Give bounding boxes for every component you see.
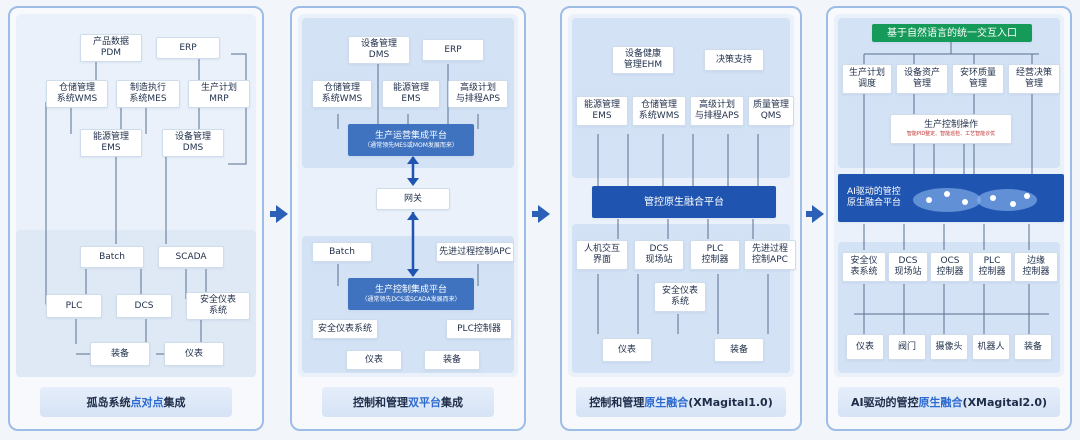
camera-box: 摄像头 [930,334,968,360]
batch-box: Batch [80,246,144,268]
instrument-box: 仪表 [164,342,224,366]
apc-box: 先进过程 控制APC [744,240,796,270]
mrp-box: 生产计划 MRP [188,80,250,108]
sis-box: 安全仪表 系统 [654,282,706,312]
wms-box: 仓储管理 系统WMS [46,80,108,108]
panel-native-fusion: 设备健康 管理EHM 决策支持 能源管理 EMS 仓储管理 系统WMS 高级计划… [560,6,802,431]
ops-control-box: 生产控制操作 智能PID整定、智能巡检、工艺智能诊优 [890,114,1012,144]
dcs-box: DCS 现场站 [634,240,684,270]
ops-control-sub: 智能PID整定、智能巡检、工艺智能诊优 [906,131,996,137]
ctrl-platform: 生产控制集成平台 （通常领先DCS或SCADA发展而来） [348,278,474,310]
ems-box: 能源管理 EMS [80,129,142,157]
dcs-box: DCS [116,294,172,318]
panel3-caption: 控制和管理原生融合(XMagital1.0) [576,387,786,417]
ai-network-icon [913,188,1038,212]
panel4-caption: AI驱动的管控原生融合(XMagital2.0) [838,387,1060,417]
dcs-box: DCS 现场站 [888,252,928,282]
equipment-box: 装备 [424,350,480,370]
ai-platform-title: AI驱动的管控 原生融合平台 [847,187,902,208]
aps-box: 高级计划 与排程APS [690,96,744,126]
ctrl-platform-sub: （通常领先DCS或SCADA发展而来） [361,295,461,303]
asset-box: 设备资产 管理 [896,64,948,94]
ai-platform: AI驱动的管控 原生融合平台 [838,174,1064,222]
ctrl-platform-title: 生产控制集成平台 [374,284,447,295]
edge-box: 边缘 控制器 [1014,252,1058,282]
ops-platform-title: 生产运营集成平台 [374,130,447,141]
equipment-box: 装备 [714,338,764,362]
dms-box: 设备管理 DMS [348,36,410,64]
equipment-box: 装备 [90,342,150,366]
sis-box: 安全仪表系统 [312,319,378,339]
plc-box: PLC 控制器 [690,240,740,270]
equipment-box: 装备 [1014,334,1052,360]
apc-box: 先进过程控制APC [436,242,514,262]
valve-box: 阀门 [888,334,926,360]
plc-box: PLC控制器 [446,319,512,339]
hse-box: 安环质量 管理 [952,64,1004,94]
qms-box: 质量管理 QMS [748,96,794,126]
panel-point-to-point: 产品数据 PDM ERP 仓储管理 系统WMS 制造执行 系统MES 生产计划 … [8,6,264,431]
instrument-box: 仪表 [346,350,402,370]
arrow-right-icon [806,205,824,223]
panel2-area: 设备管理 DMS ERP 仓储管理 系统WMS 能源管理 EMS 高级计划 与排… [298,14,518,377]
robot-box: 机器人 [972,334,1010,360]
erp-box: ERP [156,37,220,59]
dms-box: 设备管理 DMS [162,129,224,157]
wms-box: 仓储管理 系统WMS [312,80,372,108]
arrow-right-icon [270,205,288,223]
panel1-caption: 孤岛系统点对点集成 [40,387,232,417]
arrow-right-icon [532,205,550,223]
plc-box: PLC 控制器 [972,252,1012,282]
ems-box: 能源管理 EMS [382,80,440,108]
wms-box: 仓储管理 系统WMS [632,96,686,126]
gateway-box: 网关 [376,188,450,210]
scada-box: SCADA [158,246,224,268]
ehm-box: 设备健康 管理EHM [612,46,674,74]
ems-box: 能源管理 EMS [576,96,628,126]
ops-control-title: 生产控制操作 [923,120,978,130]
panel3-area: 设备健康 管理EHM 决策支持 能源管理 EMS 仓储管理 系统WMS 高级计划… [568,14,796,377]
batch-box: Batch [312,242,372,262]
plc-box: PLC [46,294,102,318]
ops-platform-sub: （通常领先MES或MOM发展而来） [364,141,458,149]
hmi-box: 人机交互 界面 [576,240,628,270]
decision-box: 决策支持 [704,49,764,71]
erp-box: ERP [422,39,484,61]
ops-platform: 生产运营集成平台 （通常领先MES或MOM发展而来） [348,124,474,156]
panel1-area: 产品数据 PDM ERP 仓储管理 系统WMS 制造执行 系统MES 生产计划 … [16,14,256,377]
fusion-platform: 管控原生融合平台 [592,186,776,218]
aps-box: 高级计划 与排程APS [448,80,508,108]
sis-box: 安全仪表 系统 [186,292,250,320]
pdm-box: 产品数据 PDM [80,34,142,62]
instrument-box: 仪表 [846,334,884,360]
panel4-area: 基于自然语言的统一交互入口 生产计划 调度 设备资产 管理 安环质量 管理 经营… [834,14,1064,377]
panel2-caption: 控制和管理双平台集成 [322,387,494,417]
mes-box: 制造执行 系统MES [116,80,180,108]
instrument-box: 仪表 [602,338,652,362]
planning-box: 生产计划 调度 [842,64,892,94]
panel-ai-native-fusion: 基于自然语言的统一交互入口 生产计划 调度 设备资产 管理 安环质量 管理 经营… [826,6,1072,431]
sis-box: 安全仪 表系统 [842,252,886,282]
nl-entry-box: 基于自然语言的统一交互入口 [872,24,1032,42]
panel-dual-platform: 设备管理 DMS ERP 仓储管理 系统WMS 能源管理 EMS 高级计划 与排… [290,6,526,431]
ocs-box: OCS 控制器 [930,252,970,282]
business-box: 经营决策 管理 [1008,64,1060,94]
